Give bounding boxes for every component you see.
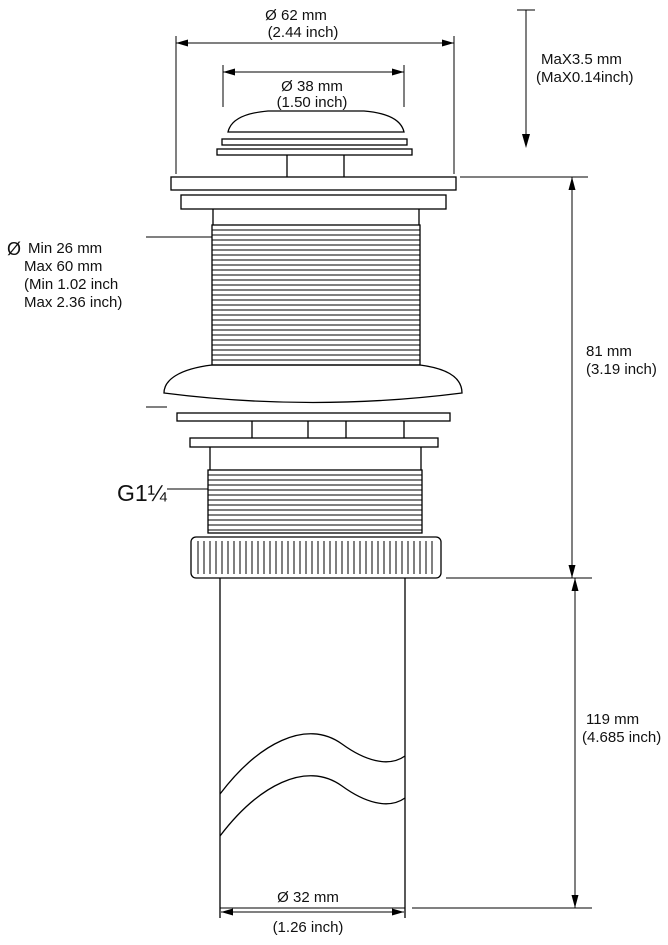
thread-spec-label: G1¼: [117, 480, 168, 506]
dim-max-thickness-lines: [517, 9, 535, 146]
cap-dome: [227, 110, 405, 133]
bell-skirt: [163, 364, 463, 404]
break-curve-upper: [219, 733, 406, 795]
arrow-down-icon: [522, 134, 530, 148]
dim-tailpipe-lines: [412, 578, 592, 909]
tailpipe-length-value: 119 mm: [586, 711, 639, 728]
dim-mount-range-ticks: [146, 236, 212, 408]
flange-lower-disc: [180, 194, 447, 210]
arrow-left-icon: [221, 908, 233, 916]
max-thickness-value: MaX3.5 mm: [541, 51, 622, 68]
cap-diameter-inch: (1.50 inch): [277, 94, 348, 111]
cap-stem: [286, 155, 345, 177]
lower-thread-lines: [208, 474, 422, 531]
top-diameter-inch: (2.44 inch): [268, 24, 339, 41]
dim-body-height-lines: [446, 176, 592, 579]
max-thickness-inch: (MaX0.14inch): [536, 69, 634, 86]
washer-disc-upper: [176, 412, 451, 422]
arrow-right-icon: [442, 39, 454, 47]
flange-upper-disc: [170, 176, 457, 191]
mount-range-line2: Max 60 mm: [24, 258, 102, 275]
dimension-arrowheads: [176, 39, 579, 916]
knurled-nut: [190, 536, 442, 579]
dimension-labels: Ø 62 mm (2.44 inch) Ø 38 mm (1.50 inch) …: [7, 7, 661, 936]
washer-disc-lower: [189, 437, 439, 448]
mount-range-diameter-symbol: Ø: [7, 239, 21, 259]
drain-body-drawing: [163, 110, 463, 918]
knurl-lines: [197, 541, 433, 574]
mount-range-line3: (Min 1.02 inch: [24, 276, 118, 293]
cap-diameter-value: Ø 38 mm: [281, 78, 343, 95]
dimension-lines: [146, 9, 592, 913]
washer-stems: [251, 421, 405, 438]
upper-thread-lines: [212, 229, 420, 361]
arrow-down-icon: [568, 565, 576, 578]
mount-range-line4: Max 2.36 inch): [24, 294, 122, 311]
arrow-right-icon: [392, 908, 404, 916]
arrow-left-icon: [176, 39, 188, 47]
outlet-diameter-inch: (1.26 inch): [273, 919, 344, 936]
body-height-value: 81 mm: [586, 343, 632, 360]
top-diameter-value: Ø 62 mm: [265, 7, 327, 24]
outlet-diameter-value: Ø 32 mm: [277, 889, 339, 906]
body-height-inch: (3.19 inch): [586, 361, 657, 378]
tailpipe-length-inch: (4.685 inch): [582, 729, 661, 746]
arrow-left-icon: [223, 68, 235, 76]
cap-plate-lower: [216, 148, 413, 156]
arrow-up-icon: [571, 578, 579, 591]
break-curve-lower: [219, 775, 406, 837]
arrow-right-icon: [392, 68, 404, 76]
dim-top-diameter-lines: [175, 36, 455, 174]
arrow-down-icon: [571, 895, 579, 908]
dim-outlet-lines: [220, 907, 405, 913]
tailpipe-walls: [219, 578, 406, 918]
arrow-up-icon: [568, 177, 576, 190]
mount-range-line1: Min 26 mm: [28, 240, 102, 257]
washer-neck: [209, 447, 422, 470]
cap-plate-upper: [221, 138, 408, 146]
lower-thread-body: [207, 469, 423, 534]
flange-neck: [212, 209, 420, 225]
